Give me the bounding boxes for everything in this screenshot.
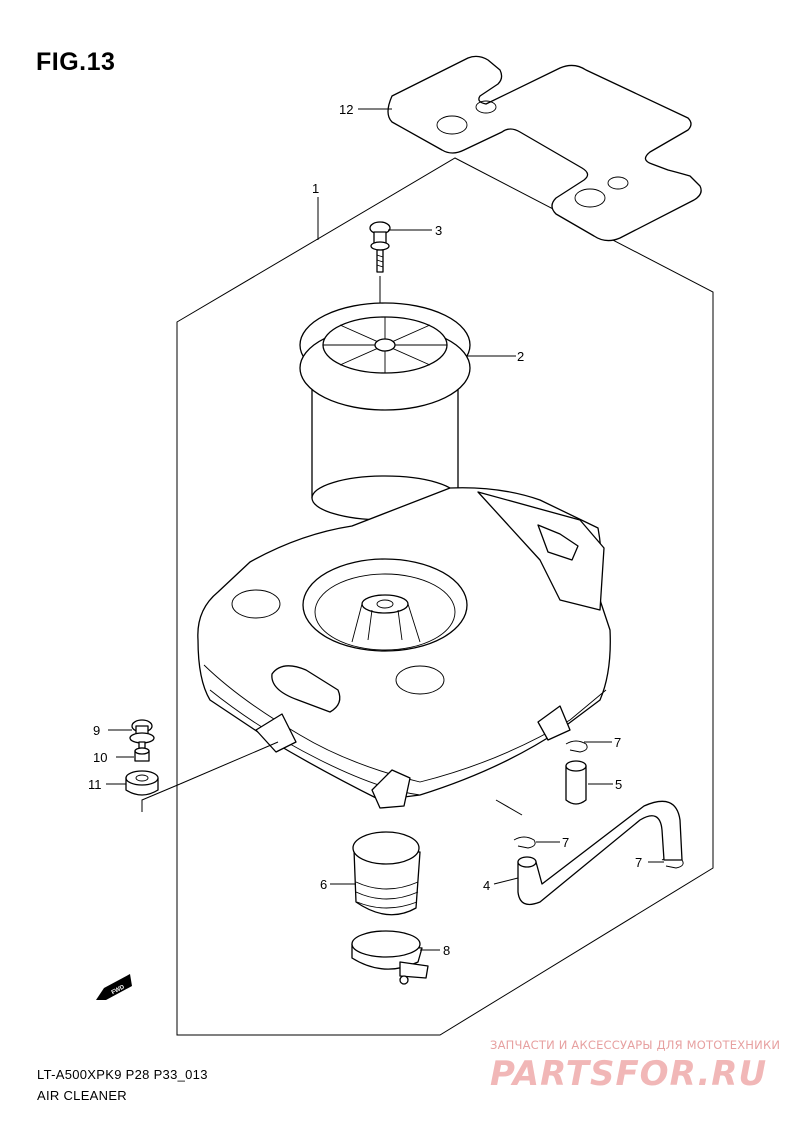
fwd-arrow-icon: FWD	[96, 974, 132, 1000]
part-7-clamp-b[interactable]	[513, 836, 536, 849]
part-8-hose-clamp[interactable]	[351, 930, 429, 985]
callout-6: 6	[320, 877, 327, 892]
part-10-spacer[interactable]	[134, 747, 150, 762]
callout-11: 11	[88, 777, 102, 792]
callout-1: 1	[312, 181, 319, 196]
part-7-clamp-a[interactable]	[565, 740, 588, 753]
mount-leader	[179, 741, 279, 785]
callout-3: 3	[435, 223, 442, 238]
callout-10: 10	[93, 750, 107, 765]
grommet-leader	[141, 783, 181, 812]
part-3-screw[interactable]	[369, 221, 391, 330]
air-box-housing[interactable]	[197, 487, 611, 816]
callout-7a: 7	[614, 735, 621, 750]
watermark-brand: PARTSFOR.RU	[490, 1054, 768, 1094]
callout-7c: 7	[635, 855, 642, 870]
leader-lines	[106, 108, 664, 951]
part-5-short-hose[interactable]	[565, 760, 587, 805]
assembly-frame	[176, 157, 714, 1036]
watermark-tagline: ЗАПЧАСТИ И АКСЕССУАРЫ ДЛЯ МОТОТЕХНИКИ	[490, 1038, 781, 1052]
diagram-code: LT-A500XPK9 P28 P33_013	[37, 1067, 208, 1082]
callout-9: 9	[93, 723, 100, 738]
callout-4: 4	[483, 878, 490, 893]
figure-title: FIG.13	[36, 48, 116, 76]
callout-12: 12	[339, 102, 353, 117]
part-11-grommet[interactable]	[125, 770, 159, 796]
part-2-filter-element[interactable]	[299, 302, 471, 521]
callout-5: 5	[615, 777, 622, 792]
part-6-intake-tube[interactable]	[352, 831, 421, 916]
diagram-caption: AIR CLEANER	[37, 1088, 127, 1103]
callout-8: 8	[443, 943, 450, 958]
part-4-breather-hose[interactable]	[517, 800, 683, 906]
part-12-seal-plate[interactable]	[387, 55, 702, 242]
part-9-bolt[interactable]	[129, 719, 155, 749]
callout-2: 2	[517, 349, 524, 364]
callout-7b: 7	[562, 835, 569, 850]
